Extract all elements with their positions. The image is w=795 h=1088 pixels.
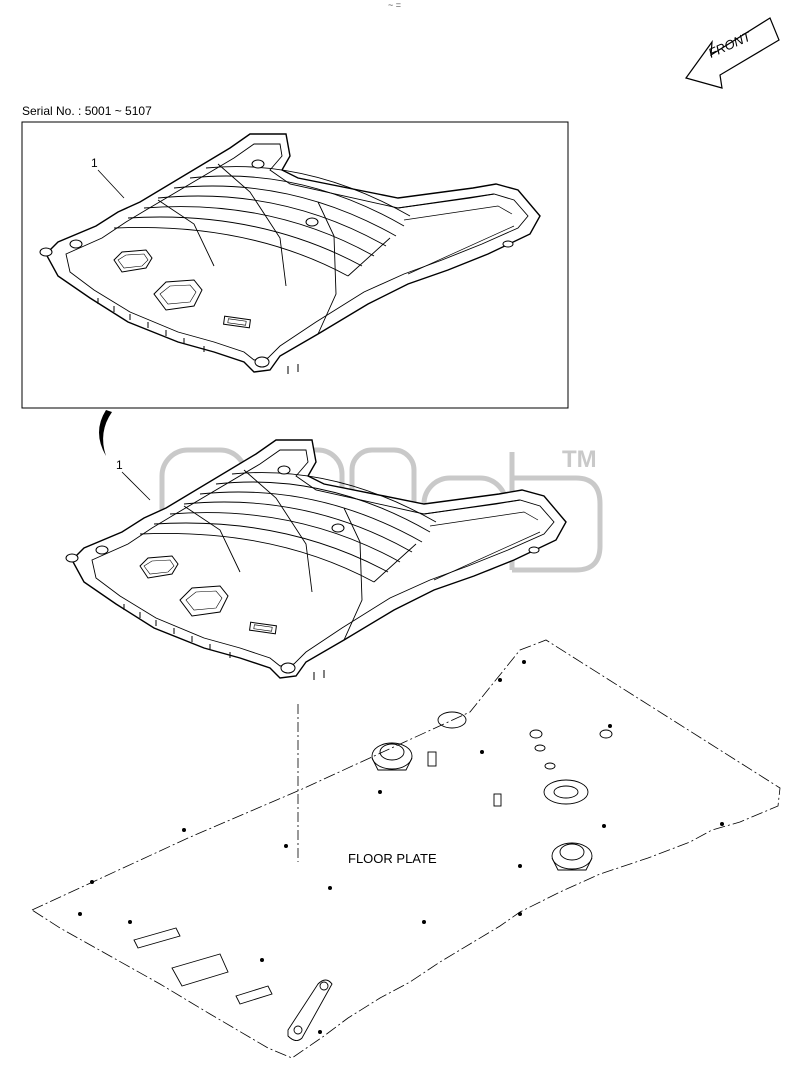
front-arrow-icon bbox=[685, 17, 780, 89]
floor-mat-top bbox=[39, 133, 541, 375]
transition-arrow-icon bbox=[99, 410, 112, 456]
floor-plate bbox=[31, 639, 781, 1059]
serial-frame bbox=[21, 121, 569, 409]
part-callout-top: 1 bbox=[91, 156, 98, 170]
leader-line-bottom bbox=[121, 471, 151, 501]
trademark-label: TM bbox=[562, 446, 597, 473]
leader-line-top bbox=[97, 169, 125, 199]
part-callout-bottom: 1 bbox=[116, 458, 123, 472]
floor-mat-bottom bbox=[65, 439, 567, 681]
serial-number-label: Serial No. : 5001 ~ 5107 bbox=[22, 104, 152, 118]
floor-plate-label: FLOOR PLATE bbox=[348, 851, 437, 866]
top-mark: ~ = bbox=[388, 0, 402, 10]
